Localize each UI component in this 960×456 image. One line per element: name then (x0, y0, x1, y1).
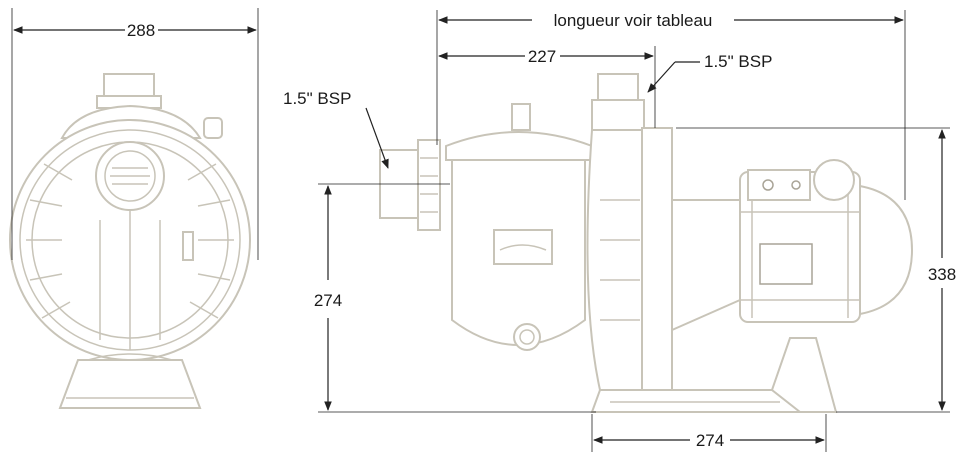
side-capacitor (813, 159, 855, 201)
side-lid-handle (511, 103, 531, 131)
pump-front-view (9, 73, 251, 409)
side-strainer-lid (445, 131, 593, 161)
dimension-inlet-to-face: 227 (438, 46, 656, 128)
side-base (590, 389, 802, 413)
front-lid-knob (203, 117, 223, 139)
outlet-thread-label: 1.5" BSP (704, 52, 772, 71)
side-brand-plate (493, 229, 553, 265)
side-fan-cover (859, 184, 914, 316)
base-width-label: 274 (696, 431, 724, 450)
callout-outlet-thread: 1.5" BSP (647, 52, 772, 93)
side-inlet-union (417, 139, 441, 231)
total-height-label: 338 (928, 265, 956, 284)
side-motor-bracket (671, 199, 741, 332)
side-motor-label (759, 243, 813, 285)
dimension-base-width: 274 (591, 414, 827, 452)
front-side-fitting (182, 231, 194, 261)
dimension-total-height: 338 (676, 127, 956, 413)
inlet-to-face-label: 227 (528, 47, 556, 66)
total-length-label: longueur voir tableau (554, 11, 713, 30)
side-outlet-union (591, 99, 645, 131)
front-cooling-ribs (26, 163, 234, 350)
side-seal-plate (641, 127, 673, 391)
dimension-axis-height: 274 (314, 183, 596, 413)
axis-height-label: 274 (314, 291, 342, 310)
front-width-label: 288 (127, 21, 155, 40)
dimension-total-length: longueur voir tableau (436, 10, 906, 200)
side-drain-plug (513, 323, 541, 351)
callout-inlet-thread: 1.5" BSP (283, 89, 389, 169)
front-base (58, 359, 202, 409)
side-motor-foot (770, 337, 838, 413)
dimension-front-width: 288 (11, 8, 259, 260)
pump-side-view (379, 73, 914, 413)
inlet-thread-label: 1.5" BSP (283, 89, 351, 108)
